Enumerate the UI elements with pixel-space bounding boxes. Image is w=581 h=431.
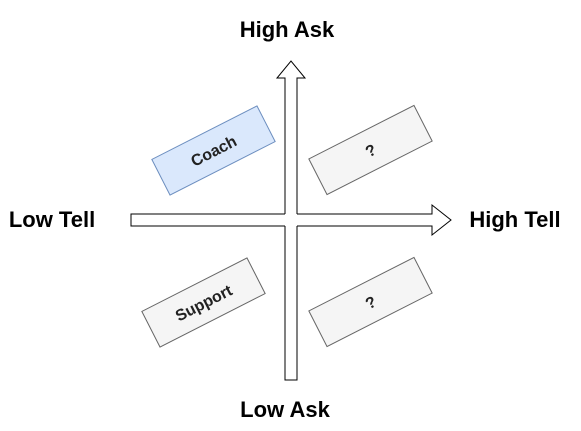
axis-label-top: High Ask	[240, 17, 335, 42]
axis-crossing-edges	[285, 213, 297, 227]
axis-label-left: Low Tell	[9, 207, 95, 232]
axis-label-bottom: Low Ask	[240, 397, 330, 422]
axis-label-right: High Tell	[469, 207, 560, 232]
quadrant-box-bottom-left: Support	[141, 257, 266, 348]
unknown-box-top	[308, 104, 433, 196]
support-box	[141, 257, 266, 348]
quadrant-box-top-left: Coach	[151, 105, 276, 196]
axis-crossing	[285, 214, 297, 226]
unknown-box-bottom	[308, 256, 433, 348]
quadrant-box-bottom-right: ?	[308, 256, 433, 348]
axis-crossing-outline	[284, 214, 298, 226]
axis-crossing-corners	[131, 78, 432, 380]
coach-box	[151, 105, 276, 196]
quadrant-box-top-right: ?	[308, 104, 433, 196]
